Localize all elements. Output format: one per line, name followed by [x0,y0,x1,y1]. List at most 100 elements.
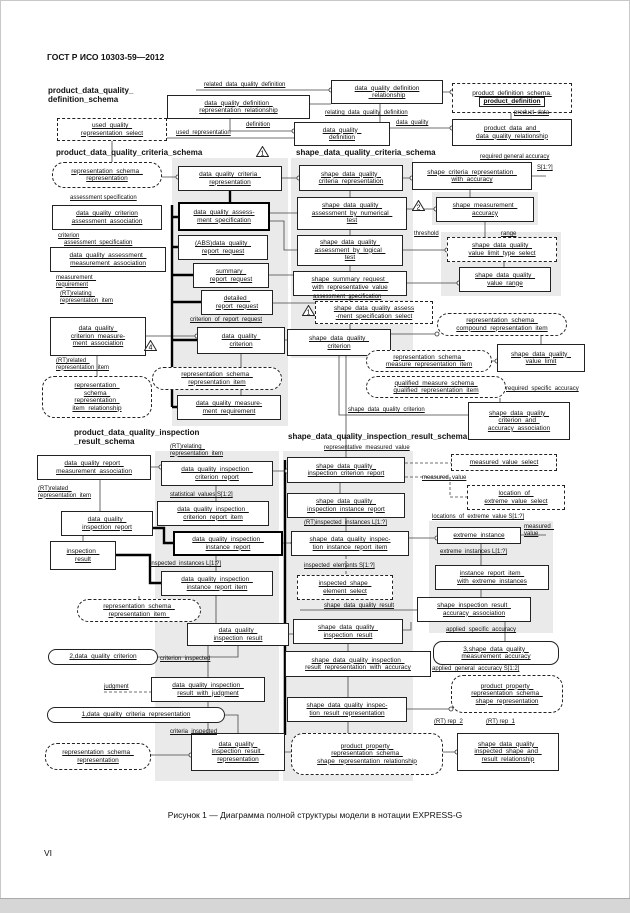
ref-2-data-quality-criterion-box: 2,data_quality_criterion [48,649,158,665]
inspection-result-box: inspection_result [50,541,116,570]
schema-title-text: product_data_quality_inspection [74,428,200,437]
box-label: shape_representation_relationship [317,757,417,765]
box-label: representation [86,175,128,182]
box-label: criterion_measure- [70,332,126,340]
box-label: with_representative_value [312,283,388,291]
line-label: representative_measured_value [324,445,410,452]
box-label: measured_value_select [469,458,539,466]
line-label-text: shape_data_quality_criterion [348,407,425,413]
box-label: data_quality_inspection_ [192,536,264,543]
box-label: value_limit_type_select [468,249,536,257]
box-label: extreme_value_select [484,497,548,505]
shape-data-quality-criterion-and-accuracy-association-box: shape_data_quality_criterion_and_accurac… [468,402,570,440]
box-label: inspection_result [213,634,263,642]
product-property-representation-schema-shape-representation-relationship-box: product_property_representation_schema_s… [291,733,443,775]
line-label-text: applied_general_accuracy S[1:2] [432,666,520,672]
line-label: required general accuracy [480,154,549,161]
box-label: criterion [327,342,351,350]
line-label-text: representation_item [60,297,114,304]
line-label: judgment [104,684,129,691]
line-label-text: required_specific_accuracy [506,386,579,392]
shape-data-quality-assessment-by-logical-test-box: shape_data_quality_assessment_by_logical… [297,235,403,266]
shape-criteria-representation-with-accuracy-box: shape_criteria_representation_with_accur… [412,162,532,190]
line-label: (RT)inspected_instances L[1:?] [304,520,387,527]
box-label: report_request [215,302,259,310]
box-label: detailed_ [223,295,251,302]
box-label: ment_specification [197,216,251,224]
data-quality-inspection-result-with-judgment-box: data_quality_inspection_result_with_judg… [151,677,265,702]
box-label: report_request [209,275,253,283]
box-label: representation_schema_ [331,750,403,758]
representation-schema-measure-representation-item-box: representation_schema_measure_representa… [366,350,492,372]
line-label-text: criterion [58,233,80,239]
box-label: measurement_association [70,259,146,267]
shape-data-quality-inspection-instance-report-box: shape_data_quality_inspection_instance_r… [287,493,405,518]
box-label: shape_data_quality_ [309,335,369,342]
line-label-text: measurement_ [56,275,97,281]
detailed-report-request-box: detailed_report_request [201,290,273,315]
line-label: applied_general_accuracy S[1:2] [432,666,519,673]
box-label: data_quality_definition [354,84,420,92]
box-label: used_quality_ [91,122,133,129]
box-label: criterion_and_ [498,417,540,425]
line-label-text: relating_data_quality_definition [325,110,408,116]
line-label-text: requirement [56,281,89,288]
shape-data-quality-assessment-by-numerical-test-box: shape_data_quality_assessment_by_numeric… [297,197,407,230]
box-label: result [75,555,91,563]
box-label: product_definition_schema. [472,89,552,97]
line-label-text: measured_value [422,475,467,481]
line-label: criterion [58,233,79,240]
box-label: definition [328,134,356,141]
box-label: inspected_shape_ [318,580,372,587]
data-quality-criterion-box: data_quality_criterion [197,327,285,354]
box-label: inspection_result [323,631,373,639]
line-label-text: extreme_instances L[1:?] [440,549,508,555]
line-label-text: representation_item [38,492,92,499]
line-label-text: (RT) rep_1 [486,719,515,725]
data-quality-definition-box: data_quality_definition [294,122,390,146]
abs-data-quality-report-request-box: (ABS)data_quality_report_request [178,235,268,260]
box-label: data_quality_inspection_ [181,466,253,473]
line-label: (RT) rep_2 [434,719,463,726]
box-label: _relationship [368,92,406,99]
ref-1-data-quality-criteria-representation-box: 1,data_quality_criteria_representation [47,707,225,723]
line-label-text: used_representation [176,130,231,136]
box-label: data_quality_ [87,516,127,523]
box-label: criterion_report_item [183,513,243,521]
box-label: ment_requirement [202,407,256,415]
line-label-text: threshold [414,231,439,237]
standard-number-header: ГОСТ Р ИСО 10303-59—2012 [47,52,165,62]
line-label: (RT)related_representation_item [38,486,91,499]
box-label: 2,data_quality_criterion [69,653,137,661]
line-label: assessment specification [70,195,137,202]
box-label: qualified_measure_schema_ [394,379,478,387]
line-label: criterion_inspected [160,656,210,663]
box-label: shape_data_quality_inspec- [309,536,391,543]
box-label: criterion [229,340,253,348]
box-label: 3,shape_data_quality_ [463,645,529,653]
schema-title-text: product_data_quality_ [48,86,134,95]
box-label: test [344,254,356,262]
representation-schema-representation-box: representation_schema_representation [52,162,162,188]
line-label-text: representation_item [56,364,110,371]
representation-schema-compound-representation-item-box: representation_schema_compound_represent… [437,313,567,336]
line-label-text: (RT)inspected_instances L[1:?] [304,520,387,526]
box-label: accuracy_association [442,609,506,617]
line-label: product_data [514,110,549,117]
box-label: inspection_result_ [211,748,265,756]
box-label: result_representation_with_accuracy [305,664,411,671]
line-label: relating_data_quality_definition [325,110,408,117]
data-quality-definition-representation-relationship-box: data_quality_definition_representation_r… [167,95,310,119]
line-label-text: measured_ [524,524,555,530]
box-label: representation_schema_ [62,749,134,756]
box-label: representation_item [188,378,246,386]
box-label: data_quality_ [322,126,362,134]
box-label: 1,data_quality_criteria_representation [81,711,191,719]
line-label-text: statistical_values S[1:2] [170,492,233,498]
box-label: extreme_instance [453,531,505,539]
qualified-measure-schema-qualified-representation-item-box: qualified_measure_schema_qualified_repre… [366,376,506,398]
line-label-text: representation_item [170,450,224,457]
box-label: data_quality_assessment_ [69,252,147,259]
line-label-text: (RT)relating_ [60,291,95,297]
data-quality-inspection-criterion-report-item-box: data_quality_inspection_criterion_report… [157,501,269,526]
